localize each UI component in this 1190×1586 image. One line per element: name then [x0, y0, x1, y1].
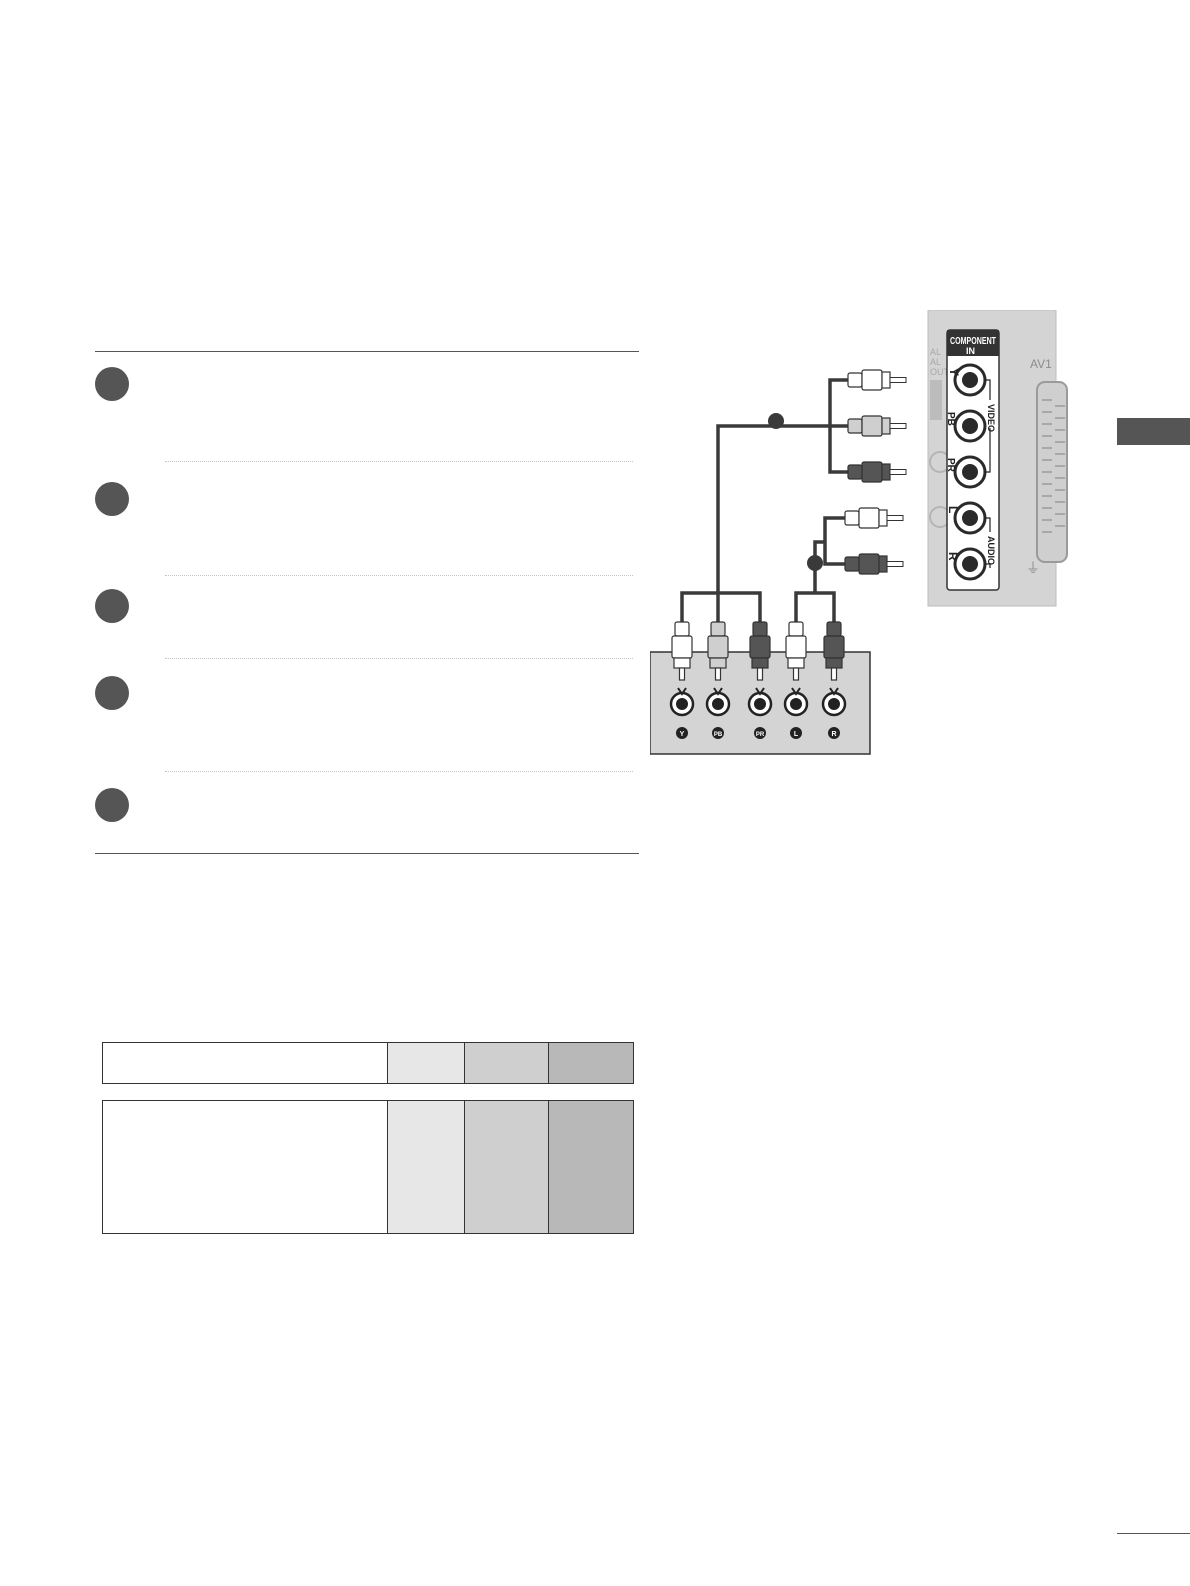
plug-y-tv	[847, 369, 907, 391]
component-in-title: COMPONENT	[950, 336, 996, 347]
cable-junction	[768, 413, 784, 429]
tv-jack-pr	[953, 455, 987, 489]
bracket-lines	[985, 379, 991, 568]
tv-jack-pb	[953, 409, 987, 443]
table-cell	[103, 1043, 387, 1083]
table-cell	[387, 1043, 464, 1083]
tv-jack-label: R	[946, 552, 960, 561]
partial-label: AL	[930, 357, 941, 367]
device-jack-pb	[705, 687, 731, 717]
step-divider	[165, 461, 633, 462]
partial-labels: AL AL OUT	[930, 347, 950, 377]
tv-jack-r	[953, 547, 987, 581]
signal-table-body	[102, 1100, 634, 1234]
partial-label: AL	[930, 347, 941, 357]
tv-jack-labels: Y PB PR L R VIDEO AUDIO	[945, 368, 996, 565]
plug-r-device	[823, 621, 845, 681]
panel-slot	[930, 380, 942, 420]
table-cell	[548, 1043, 633, 1083]
tv-jack-label: PR	[945, 458, 956, 473]
step-2-marker	[95, 482, 129, 516]
plug-y-device	[671, 621, 693, 681]
scart-pins	[1042, 399, 1065, 533]
step-divider	[165, 575, 633, 576]
table-cell	[548, 1101, 633, 1233]
device-jack-label: PB	[714, 732, 723, 738]
component-in-subtitle: IN	[966, 346, 975, 356]
device-jack-l	[783, 687, 809, 717]
steps-top-rule	[95, 351, 639, 352]
tv-jack-label: PB	[945, 412, 956, 426]
audio-bracket-label: AUDIO	[986, 536, 996, 565]
plug-pr-device	[749, 621, 771, 681]
cable-junction	[807, 555, 823, 571]
plug-l-device	[785, 621, 807, 681]
step-divider	[165, 771, 633, 772]
component-connection-diagram: AL AL OUT COMPONENT IN AV1	[650, 310, 1068, 755]
table-cell	[103, 1101, 387, 1233]
plug-pr-tv	[847, 461, 907, 483]
tv-jack-label: Y	[947, 368, 961, 376]
partial-label: OUT	[930, 367, 950, 377]
device-jack-label: R	[831, 731, 836, 738]
plug-pb-tv	[847, 415, 907, 437]
device-jack-r	[821, 687, 847, 717]
video-bracket-label: VIDEO	[986, 404, 996, 432]
steps-bottom-rule	[95, 853, 639, 854]
device-jack-y	[669, 687, 695, 717]
table-cell	[464, 1043, 548, 1083]
signal-table-header	[102, 1042, 634, 1084]
cables	[680, 378, 848, 622]
device-plugs	[671, 621, 845, 681]
tv-jack-label: L	[946, 506, 960, 513]
component-header-bg	[947, 330, 999, 356]
table-cell	[387, 1101, 464, 1233]
device-jack-labels: Y PB PR L R	[676, 727, 840, 739]
plug-r-tv	[844, 553, 904, 575]
section-tab	[1117, 418, 1190, 445]
page-number-rule	[1117, 1533, 1190, 1534]
device-jack-pr	[747, 687, 773, 717]
device-jack-label: L	[794, 731, 799, 738]
step-3-marker	[95, 589, 129, 623]
plug-pb-device	[707, 621, 729, 681]
step-4-marker	[95, 676, 129, 710]
scart-symbol-icon: ⏚	[1026, 561, 1040, 577]
step-divider	[165, 658, 633, 659]
device-jack-label: Y	[680, 731, 685, 738]
step-5-marker	[95, 788, 129, 822]
av1-label: AV1	[1030, 357, 1052, 371]
tv-jacks	[953, 363, 987, 581]
table-cell	[464, 1101, 548, 1233]
device-jacks	[669, 687, 847, 717]
device-jack-label: PR	[756, 732, 765, 738]
plug-l-tv	[844, 507, 904, 529]
step-1-marker	[95, 367, 129, 401]
